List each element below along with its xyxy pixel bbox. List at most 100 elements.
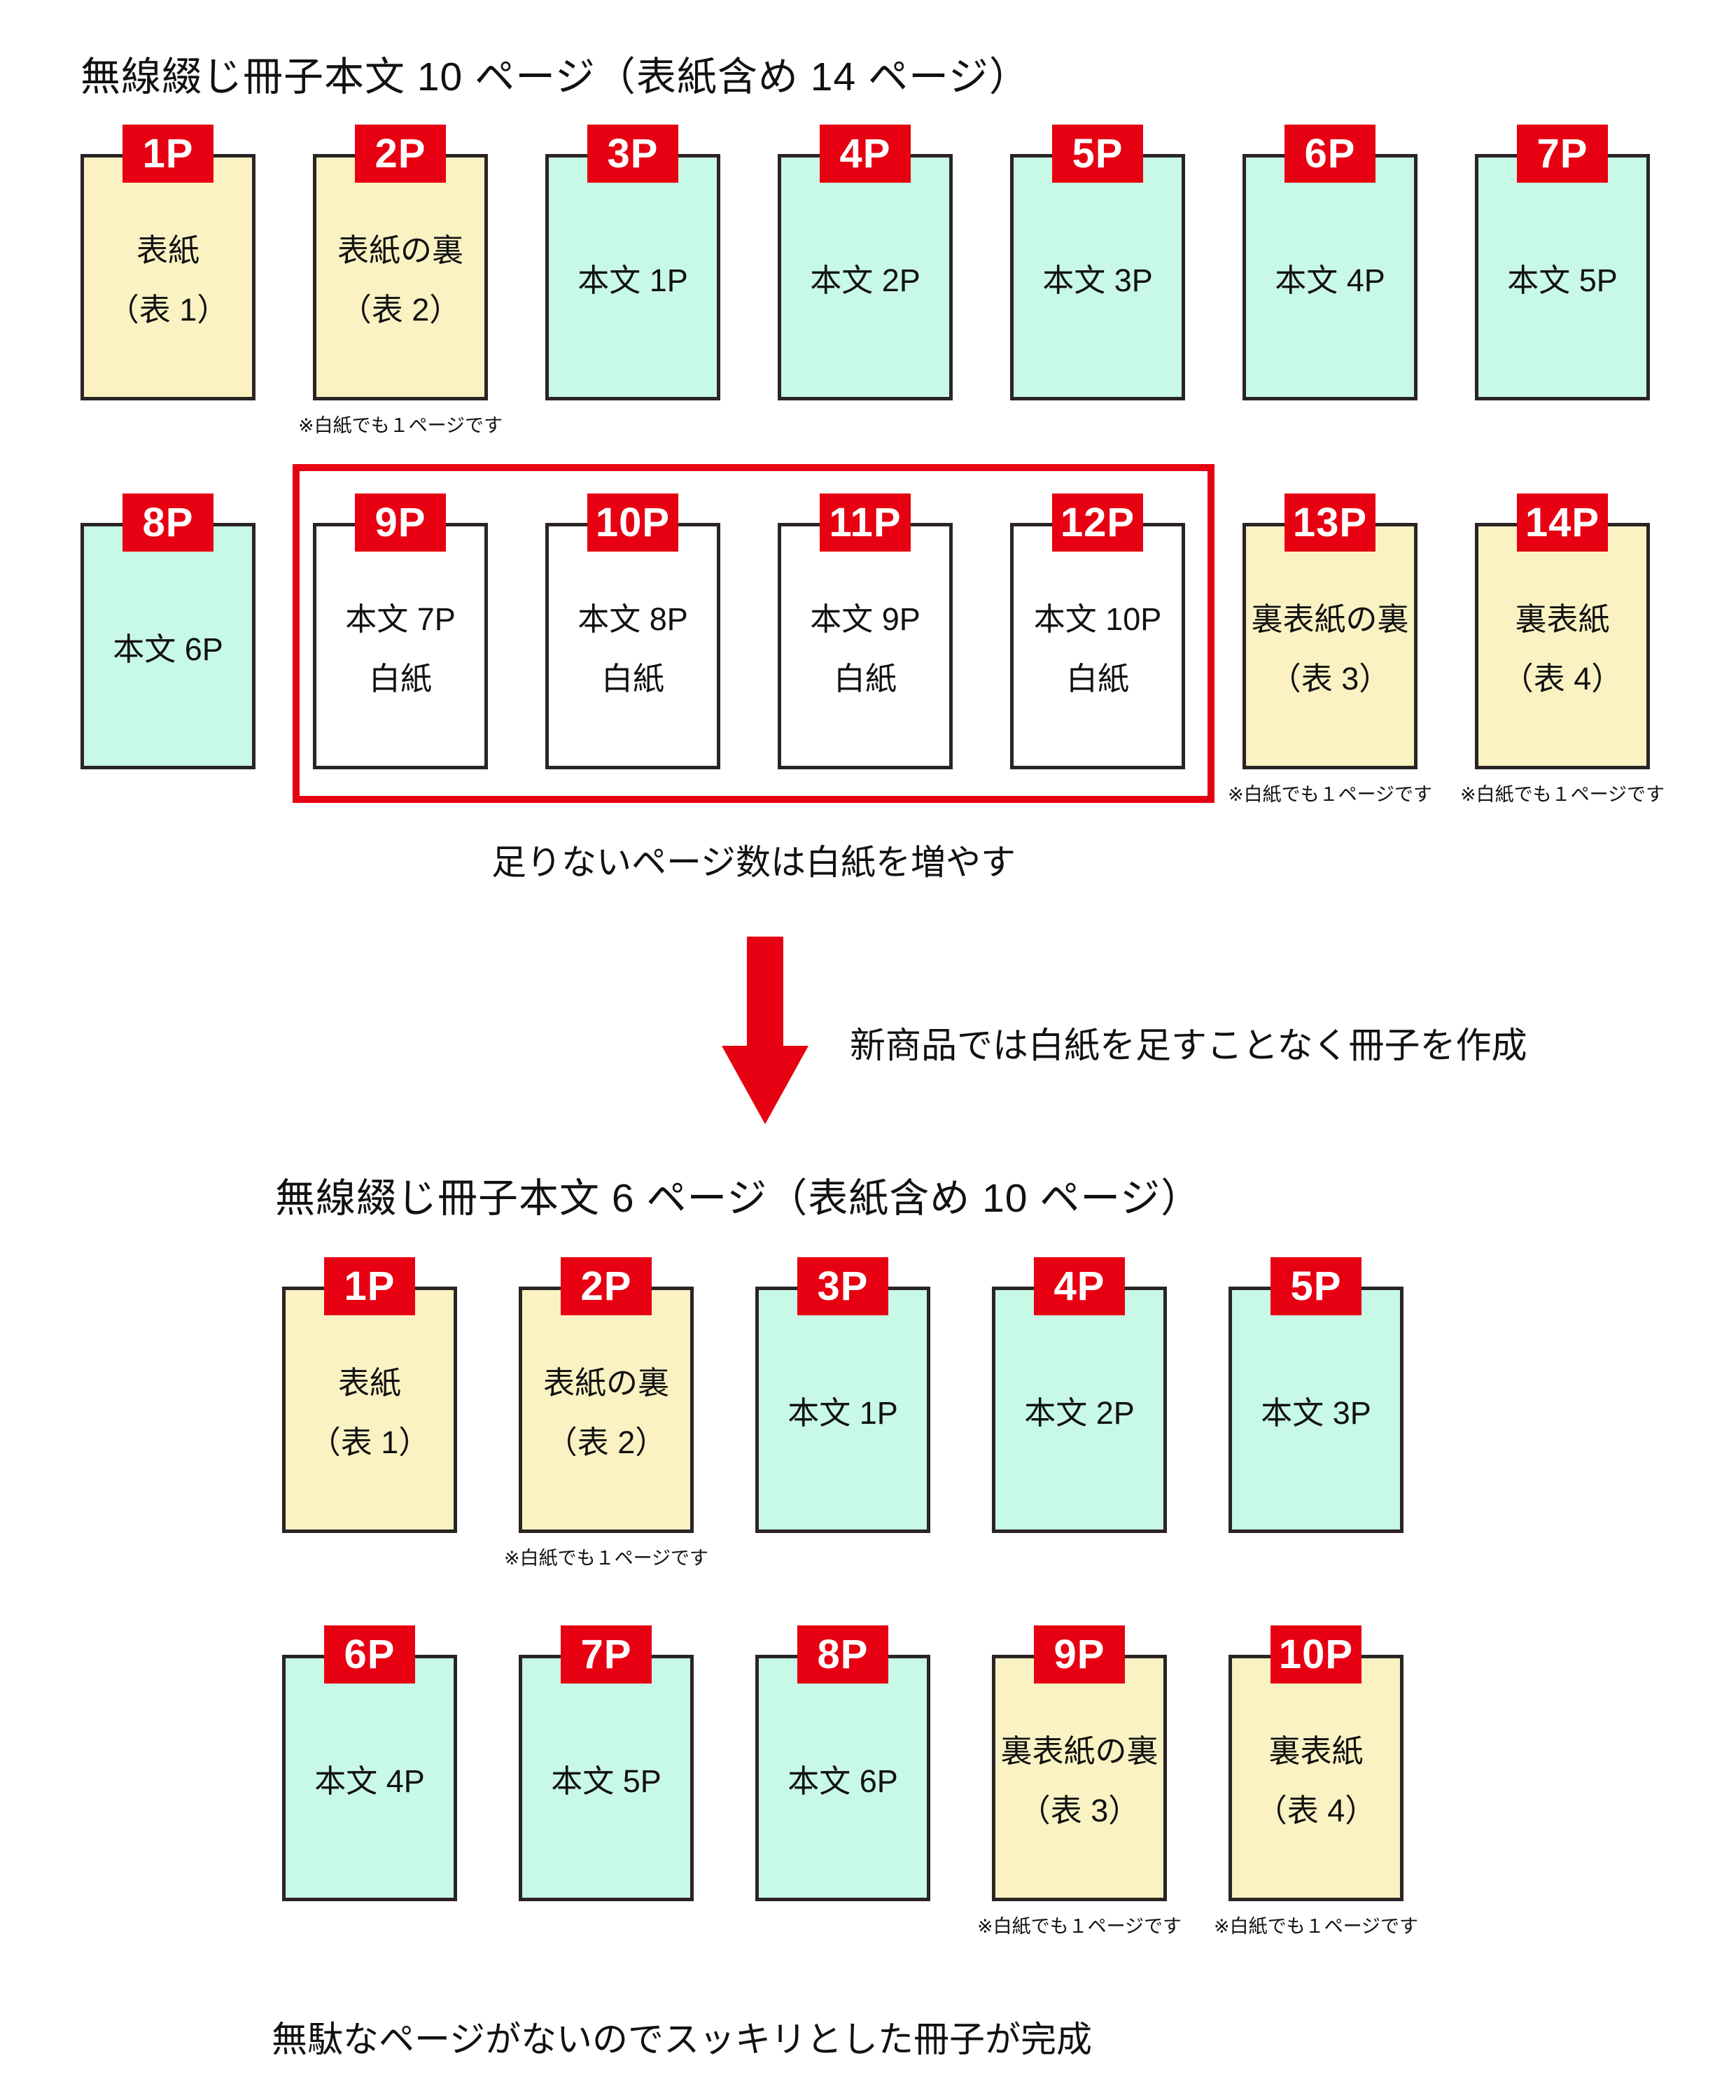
card-label-line: 白紙 — [833, 661, 897, 696]
page-title-old-product: 無線綴じ冊子本文 10 ページ（表紙含め 14 ページ） — [80, 55, 1030, 99]
page-card: 表紙 （表 1） — [282, 1287, 457, 1533]
page-card-unit-8p: 8P 本文 6P — [80, 493, 255, 769]
page-number-badge: 9P — [355, 493, 446, 552]
card-label-line: （表 3） — [1269, 661, 1391, 696]
card-label-line: （表 2） — [545, 1424, 667, 1460]
page-card: 表紙の裏 （表 2） — [313, 154, 488, 400]
page-number-badge: 9P — [1034, 1625, 1125, 1684]
page-number-badge: 7P — [1517, 125, 1608, 183]
page-card: 裏表紙の裏 （表 3） — [992, 1655, 1167, 1901]
page-number-badge: 8P — [797, 1625, 888, 1684]
card-label-line: 本文 10P — [1033, 601, 1162, 637]
page-card: 本文 5P — [1475, 154, 1650, 400]
page-number-badge: 10P — [1270, 1625, 1362, 1684]
blank-page-note: ※白紙でも１ページです — [1227, 784, 1433, 805]
card-label-line: 本文 1P — [788, 1394, 898, 1431]
blank-page-note: ※白紙でも１ページです — [503, 1548, 709, 1569]
card-label-line: 白紙 — [368, 661, 432, 696]
card-label-line: （表 1） — [107, 292, 229, 328]
page-number-badge: 14P — [1517, 493, 1608, 552]
page-card: 本文 6P — [80, 523, 255, 769]
page-card-unit-2p: 2P 表紙の裏 （表 2） ※白紙でも１ページです — [298, 125, 503, 436]
blank-page-note: ※白紙でも１ページです — [1460, 784, 1665, 805]
page-card-unit-5p: 5P 本文 3P — [1010, 125, 1185, 400]
page-card: 裏表紙の裏（表 3） — [1242, 523, 1418, 769]
card-label-line: 裏表紙 — [1515, 601, 1610, 637]
page-number-badge: 3P — [797, 1257, 888, 1315]
page-card-unit-3p: 3P 本文 1P — [755, 1257, 930, 1533]
highlight-caption: 足りないページ数は白紙を増やす — [491, 843, 1016, 882]
card-label-line: （表 4） — [1255, 1793, 1377, 1828]
page-card-unit-7p: 7P 本文 5P — [1475, 125, 1650, 400]
page-card-unit-3p: 3P 本文 1P — [545, 125, 720, 400]
page-card: 本文 3P — [1228, 1287, 1404, 1533]
page-number-badge: 8P — [122, 493, 214, 552]
card-label-line: 裏表紙 — [1268, 1733, 1364, 1769]
card-label-line: （表 1） — [309, 1424, 430, 1460]
card-label-line: 本文 3P — [1042, 262, 1153, 298]
page-card-unit-10p: 10P 裏表紙 （表 4） ※白紙でも１ページです — [1214, 1625, 1418, 1937]
page-card-unit-4p: 4P 本文 2P — [992, 1257, 1167, 1533]
card-label-line: 本文 6P — [113, 631, 223, 667]
card-label-line: （表 2） — [340, 292, 461, 328]
page-card-unit-11p: 11P 本文 9P 白紙 — [778, 493, 953, 769]
page-card: 本文 1P — [755, 1287, 930, 1533]
card-label-line: （表 3） — [1018, 1793, 1140, 1828]
blank-page-note: ※白紙でも１ページです — [976, 1916, 1182, 1937]
page-number-badge: 10P — [587, 493, 678, 552]
blank-page-note: ※白紙でも１ページです — [1213, 1916, 1419, 1937]
page-title-new-product: 無線綴じ冊子本文 6 ページ（表紙含め 10 ページ） — [275, 1176, 1202, 1221]
card-label-line: 本文 6P — [788, 1763, 898, 1799]
blank-page-note: ※白紙でも１ページです — [298, 415, 503, 436]
page-card: 本文 4P — [1242, 154, 1418, 400]
page-number-badge: 5P — [1052, 125, 1143, 183]
page-card-unit-9p: 9P 裏表紙の裏 （表 3） ※白紙でも１ページです — [977, 1625, 1182, 1937]
page-card: 本文 2P — [778, 154, 953, 400]
card-label-line: 本文 4P — [314, 1763, 425, 1799]
page-card: 本文 9P 白紙 — [778, 523, 953, 769]
card-label-line: 本文 2P — [1024, 1394, 1135, 1431]
page-number-badge: 5P — [1270, 1257, 1362, 1315]
card-label-line: 本文 3P — [1261, 1394, 1371, 1431]
down-arrow-icon-head — [722, 1046, 808, 1124]
page-card-unit-1p: 1P 表紙 （表 1） — [282, 1257, 457, 1533]
page-card: 本文 2P — [992, 1287, 1167, 1533]
page-number-badge: 7P — [561, 1625, 652, 1684]
page-card: 本文 3P — [1010, 154, 1185, 400]
page-card: 本文 7P 白紙 — [313, 523, 488, 769]
page-number-badge: 6P — [1284, 125, 1376, 183]
card-label-line: 本文 5P — [1507, 262, 1618, 298]
page-number-badge: 1P — [122, 125, 214, 183]
page-card-unit-8p: 8P 本文 6P — [755, 1625, 930, 1901]
card-label-line: 本文 7P — [345, 601, 456, 637]
card-label-line: 本文 9P — [810, 601, 920, 637]
page-card: 本文 6P — [755, 1655, 930, 1901]
card-label-line: 本文 1P — [578, 262, 688, 298]
page-number-badge: 2P — [355, 125, 446, 183]
page-card-unit-9p: 9P 本文 7P 白紙 — [313, 493, 488, 769]
card-label-line: 表紙 — [337, 1365, 401, 1401]
card-label-line: 裏表紙の裏 — [1000, 1733, 1158, 1769]
arrow-caption: 新商品では白紙を足すことなく冊子を作成 — [850, 1026, 1527, 1065]
page-card: 本文 10P 白紙 — [1010, 523, 1185, 769]
page-number-badge: 4P — [1034, 1257, 1125, 1315]
page-number-badge: 11P — [820, 493, 911, 552]
card-label-line: 白紙 — [1065, 661, 1129, 696]
card-label-line: 白紙 — [601, 661, 664, 696]
page-number-badge: 3P — [587, 125, 678, 183]
page-card: 表紙（表 1） — [80, 154, 255, 400]
card-label-line: 表紙の裏 — [337, 232, 463, 268]
page-number-badge: 1P — [324, 1257, 415, 1315]
page-number-badge: 6P — [324, 1625, 415, 1684]
